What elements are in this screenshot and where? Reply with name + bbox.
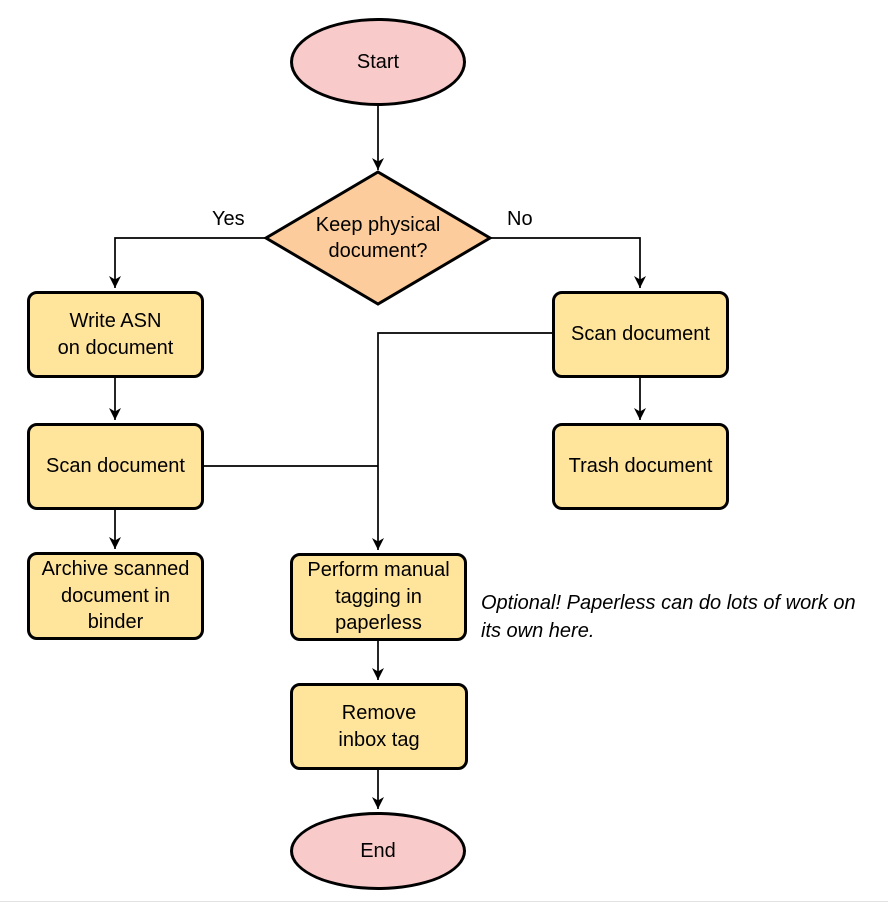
node-manual-tagging-label: Perform manual tagging in paperless [307, 559, 450, 635]
node-start: Start [290, 18, 466, 106]
edge-label-no: No [507, 208, 533, 230]
node-manual-tagging: Perform manual tagging in paperless [290, 553, 467, 641]
node-write-asn-label: Write ASN on document [57, 310, 174, 359]
node-scan-document-left: Scan document [27, 423, 204, 510]
node-scan-document-right: Scan document [552, 291, 729, 378]
node-write-asn: Write ASN on document [27, 291, 204, 378]
bottom-divider [0, 901, 888, 902]
node-archive-binder: Archive scanned document in binder [27, 552, 204, 640]
edge-label-yes: Yes [212, 208, 245, 230]
edge-decision-yes-to-write-asn [109, 237, 266, 288]
node-scan-document-left-label: Scan document [46, 455, 185, 478]
optional-note: Optional! Paperless can do lots of work … [481, 592, 856, 642]
decision-diamond-shape [263, 170, 493, 306]
node-start-label: Start [356, 50, 400, 73]
edge-decision-no-to-scan-right [490, 237, 646, 288]
node-decision-label: Keep physical document? [276, 200, 480, 276]
node-end: End [290, 812, 466, 890]
node-archive-binder-label: Archive scanned document in binder [41, 558, 190, 634]
node-trash-document-label: Trash document [568, 455, 713, 478]
decision-label-text: Keep physical document? [315, 213, 441, 262]
node-remove-inbox-tag-label: Remove inbox tag [338, 702, 420, 751]
node-trash-document: Trash document [552, 423, 729, 510]
node-scan-document-right-label: Scan document [571, 323, 710, 346]
node-remove-inbox-tag: Remove inbox tag [290, 683, 468, 770]
node-end-label: End [360, 839, 396, 862]
edge-scan-right-to-tagging [372, 332, 552, 550]
